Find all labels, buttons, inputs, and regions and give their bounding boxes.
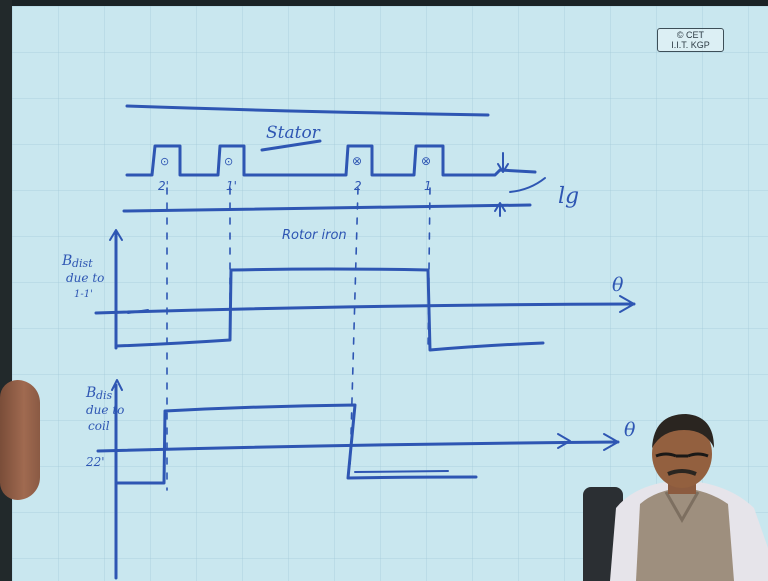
plot2-xlabel: θ [624, 419, 636, 441]
watermark-line2: I.I.T. KGP [671, 40, 710, 50]
plot2-yarrow [111, 379, 123, 391]
slot-label-2p: 2' [158, 179, 169, 193]
whiteboard [12, 6, 768, 581]
plot2-ylabel-line2: dis [96, 389, 113, 402]
slot-label-1p: 1' [226, 179, 237, 193]
plot2-waveform [114, 403, 478, 485]
presenter-mustache [667, 469, 697, 476]
plot1-xarrow [619, 295, 635, 313]
plot1-baseline-tick [127, 309, 149, 314]
stator-label: Stator [266, 123, 321, 143]
gap-pointer [509, 177, 546, 193]
rotor-line [122, 203, 532, 213]
plot2-ylabel-line5: 22' [85, 455, 105, 469]
slot-mark-1p: ⊙ [224, 155, 233, 168]
board-grid [12, 6, 768, 581]
presenter-face [652, 420, 712, 488]
presenter-hand [0, 380, 40, 500]
plot2-ylabel-line4: coil [88, 419, 110, 433]
plot1-ylabel-line3: due to [66, 271, 104, 285]
plot2-xaxis [96, 440, 620, 453]
plot2-xarrow [603, 433, 619, 451]
plot1-ylabel-line1: B [61, 253, 72, 269]
slot-label-2: 2 [354, 179, 362, 193]
stator-top-line [125, 104, 490, 117]
stator-slot-line [125, 144, 537, 177]
plot2-arrow-mid [557, 433, 571, 449]
slot-label-1: 1 [424, 179, 432, 193]
plot1-ylabel: B dist due to 1-1' [61, 253, 104, 300]
presenter-vest-neck [664, 491, 700, 524]
plot2-ylabel-line1: B [85, 385, 96, 401]
presenter-glasses [655, 452, 709, 458]
plot2-ylabel: B dis due to coil 22' [85, 385, 124, 469]
presenter-vest [636, 488, 734, 581]
watermark-logo: © CET I.I.T. KGP [657, 28, 724, 52]
plot1-yarrow [109, 229, 123, 241]
plot1-xaxis [94, 302, 636, 315]
dashed-slot-2 [349, 187, 359, 471]
watermark-line1: © CET [676, 30, 705, 40]
slot-mark-1: ⊗ [421, 154, 431, 168]
stator-underline [260, 139, 322, 152]
gap-label: lg [558, 184, 579, 209]
slot-mark-2p: ⊙ [160, 155, 169, 168]
rotor-label: Rotor iron [282, 228, 347, 243]
plot2-ylabel-line3: due to [86, 403, 124, 417]
plot1-ylabel-line4: 1-1' [74, 289, 93, 300]
slot-mark-2: ⊗ [352, 154, 362, 168]
plot1-waveform [114, 267, 545, 352]
gap-arrow-top [497, 152, 509, 173]
plot2-waveform-extra [354, 470, 449, 473]
gap-arrow-bottom [494, 202, 506, 217]
plot1-xlabel: θ [612, 274, 624, 296]
presenter [610, 414, 768, 581]
presenter-hair [652, 414, 714, 448]
plot1-ylabel-line2: dist [72, 257, 93, 270]
